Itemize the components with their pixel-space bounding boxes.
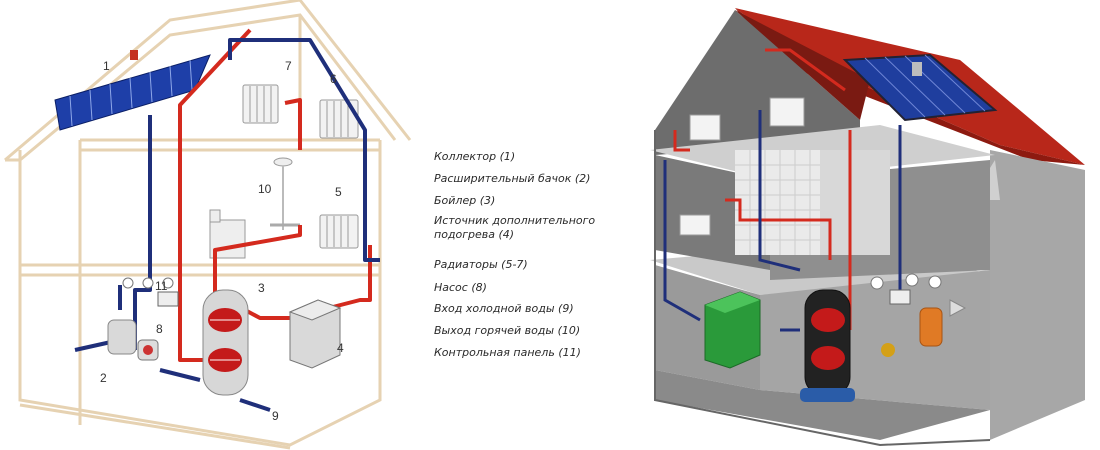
radiator-5 xyxy=(319,214,359,249)
label-10: 10 xyxy=(258,182,272,196)
shower-sink xyxy=(209,157,300,259)
label-7: 7 xyxy=(285,59,292,73)
label-9: 9 xyxy=(272,409,279,423)
label-6: 6 xyxy=(330,72,337,86)
solar-collector-left xyxy=(54,50,211,131)
label-1: 1 xyxy=(103,59,110,73)
legend-item-cold-water-in: Вход холодной воды (9) xyxy=(434,302,574,315)
legend-item-boiler: Бойлер (3) xyxy=(434,194,496,207)
legend-item-collector: Коллектор (1) xyxy=(434,150,516,163)
legend-item-hot-water-out: Выход горячей воды (10) xyxy=(434,324,581,337)
legend-item-aux-heater-line1: Источник дополнительного xyxy=(434,214,596,227)
legend-item-pump: Насос (8) xyxy=(434,281,487,294)
radiator-7 xyxy=(242,84,279,124)
label-8: 8 xyxy=(156,322,163,336)
legend-item-aux-heater-line2: подогрева (4) xyxy=(434,228,515,241)
label-3: 3 xyxy=(258,281,265,295)
label-2: 2 xyxy=(100,371,107,385)
legend-item-radiators: Радиаторы (5-7) xyxy=(434,258,528,271)
boiler-3 xyxy=(202,289,249,396)
auxiliary-heater-4 xyxy=(288,299,342,369)
expansion-tank-2 xyxy=(107,319,137,355)
label-4: 4 xyxy=(337,341,344,355)
legend-item-control-panel: Контрольная панель (11) xyxy=(434,346,581,359)
label-11: 11 xyxy=(155,279,168,293)
control-panel-11 xyxy=(122,277,179,307)
label-5: 5 xyxy=(335,185,342,199)
right-house xyxy=(650,8,1085,447)
legend-item-expansion-tank: Расширительный бачок (2) xyxy=(434,172,591,185)
pump-8 xyxy=(137,339,159,361)
cold-pipes-left xyxy=(74,38,380,412)
chimney-left xyxy=(130,50,138,60)
